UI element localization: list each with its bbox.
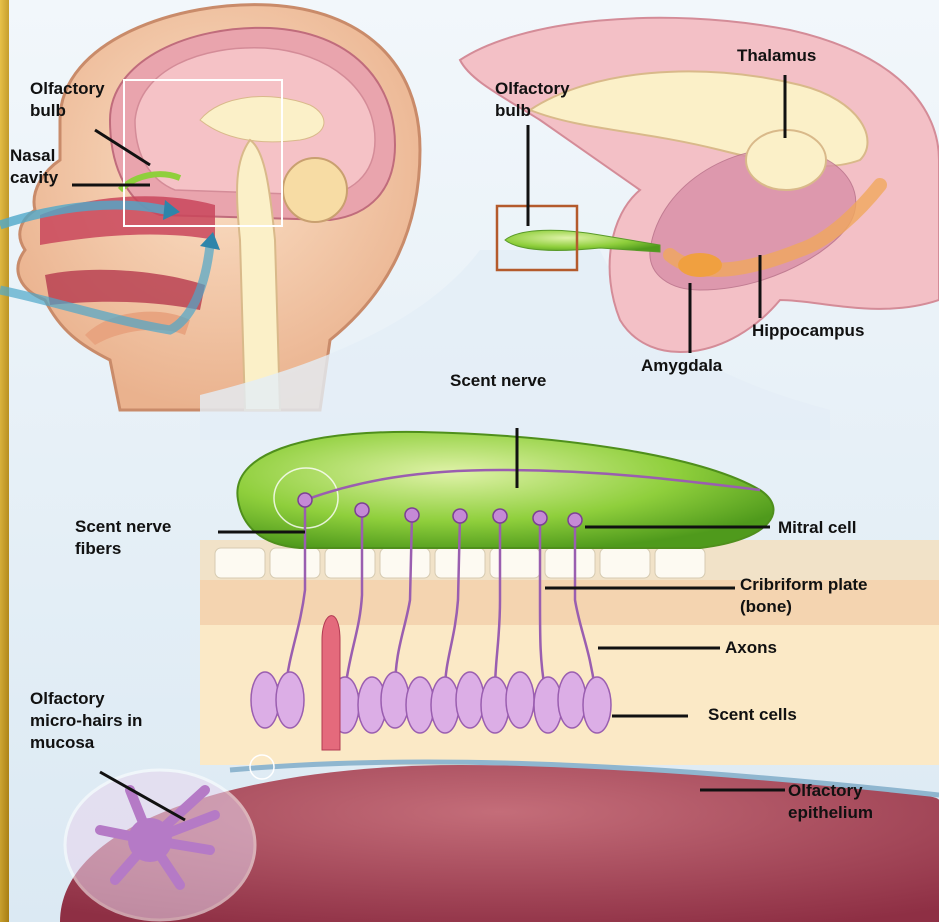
label-scent-nerve-fibers: Scent nerve fibers	[75, 516, 171, 560]
gold-border	[0, 0, 9, 922]
label-mitral-cell: Mitral cell	[778, 517, 856, 539]
label-olfactory-bulb-right: Olfactory bulb	[495, 78, 570, 122]
label-nasal-cavity: Nasal cavity	[10, 145, 58, 189]
label-scent-nerve: Scent nerve	[450, 370, 546, 392]
label-micro-hairs: Olfactory micro-hairs in mucosa	[30, 688, 142, 754]
label-hippocampus: Hippocampus	[752, 320, 864, 342]
label-olfactory-bulb-left: Olfactory bulb	[30, 78, 105, 122]
label-cribriform-plate: Cribriform plate (bone)	[740, 574, 868, 618]
label-axons: Axons	[725, 637, 777, 659]
label-olfactory-epithelium: Olfactory epithelium	[788, 780, 873, 824]
label-thalamus: Thalamus	[737, 45, 816, 67]
label-amygdala: Amygdala	[641, 355, 722, 377]
label-scent-cells: Scent cells	[708, 704, 797, 726]
